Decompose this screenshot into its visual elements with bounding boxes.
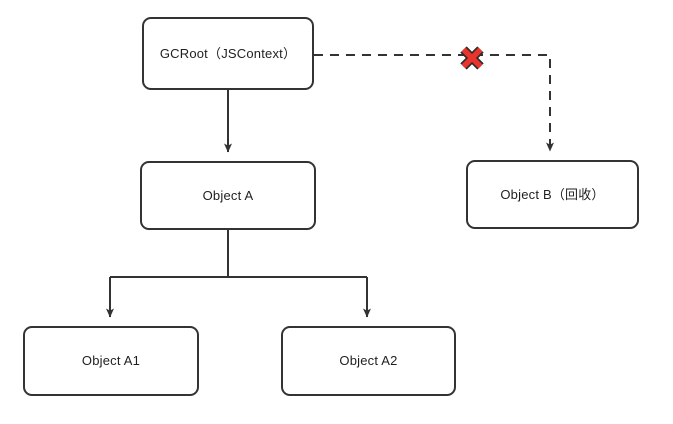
node-object-a-label: Object A (202, 187, 254, 203)
red-cross-icon (460, 46, 484, 70)
node-object-a2[interactable]: Object A2 (281, 326, 456, 396)
node-object-b-label: Object B（回收） (500, 186, 605, 202)
node-object-a[interactable]: Object A (140, 161, 316, 230)
node-object-a1[interactable]: Object A1 (23, 326, 199, 396)
node-object-a1-label: Object A1 (81, 353, 141, 369)
node-object-a2-label: Object A2 (339, 353, 398, 369)
edge-gcroot-to-object-b (314, 54, 554, 152)
node-gcroot-label: GCRoot（JSContext） (159, 45, 297, 61)
node-object-b[interactable]: Object B（回收） (466, 160, 639, 229)
node-gcroot[interactable]: GCRoot（JSContext） (142, 17, 314, 90)
